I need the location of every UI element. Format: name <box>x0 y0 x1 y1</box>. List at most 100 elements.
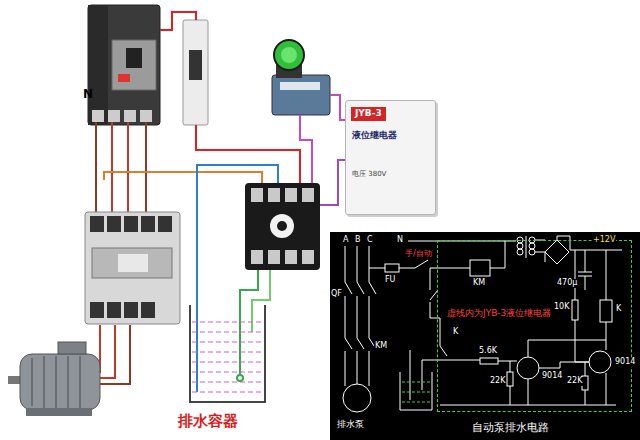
phase-label: B <box>354 236 362 245</box>
drain-tank-part <box>192 342 263 343</box>
wire-part <box>127 122 129 212</box>
drain-tank-part <box>192 332 263 333</box>
relay-socket-part <box>302 250 314 264</box>
breaker <box>88 5 160 125</box>
transistor-label: 9014 <box>614 358 636 367</box>
relay-socket-part <box>277 221 287 231</box>
contactor <box>85 212 180 324</box>
schematic-drawing-part-part <box>589 351 611 373</box>
fuse-holder <box>183 20 208 125</box>
switch-label: 手/自动 <box>404 250 433 259</box>
schematic-drawing-part-part <box>517 357 539 379</box>
pump-label: 排水泵 <box>336 420 365 430</box>
relay-socket-part <box>285 250 297 264</box>
fuse-label: FU <box>384 276 396 285</box>
motor <box>8 342 100 416</box>
breaker-part <box>126 48 142 68</box>
capacitor-label: 470μ <box>556 279 578 288</box>
relay-socket <box>245 183 320 270</box>
wire-part <box>330 95 345 120</box>
motor-part <box>31 358 33 406</box>
wire-part <box>318 160 345 205</box>
supply-label: +12V <box>592 236 616 245</box>
motor-part <box>43 356 45 408</box>
fuse-holder-part <box>183 20 208 125</box>
schematic-drawing-part-part <box>385 264 399 272</box>
drain-tank-part <box>192 382 263 383</box>
phase-label: C <box>366 236 374 245</box>
schematic-drawing-part-part <box>507 372 513 386</box>
motor-part <box>55 356 57 408</box>
wire-part <box>240 270 258 376</box>
terminal-label: N <box>82 88 94 101</box>
relay-socket-part <box>268 250 280 264</box>
schematic-drawing-part-part <box>422 360 589 368</box>
breaker-part <box>92 110 104 122</box>
drain-tank-part <box>190 305 265 402</box>
schematic-drawing-part <box>402 392 430 393</box>
schematic-drawing-part-part <box>517 249 523 255</box>
schematic-drawing-part <box>343 236 622 412</box>
contact-label: KM <box>374 342 388 351</box>
schematic-drawing-part-part <box>578 250 592 290</box>
wire-part <box>95 122 97 212</box>
drain-tank: 排水容器 <box>190 305 265 402</box>
wire-part <box>104 172 262 185</box>
schematic-panel: 自动泵排水电路虚线内为JYB-3液位继电器 <box>330 232 640 440</box>
relay-socket-part <box>251 188 263 202</box>
contactor-part <box>107 302 121 318</box>
wire <box>64 12 345 392</box>
push-button-part <box>272 75 330 115</box>
relay-module: JYB-3 液位继电器电压 380V <box>345 100 436 215</box>
breaker-part <box>108 110 120 122</box>
contactor-part <box>124 216 138 232</box>
push-button-part <box>274 40 304 70</box>
device-title: 液位继电器 <box>352 131 435 141</box>
model-text: JYB-3 <box>351 107 386 121</box>
breaker-part <box>118 74 130 82</box>
contactor-part <box>107 216 121 232</box>
schematic-drawing-part-part <box>410 340 616 405</box>
schematic-drawing-part-part <box>369 246 376 386</box>
contactor-part <box>92 248 172 278</box>
relay-socket-part <box>251 250 263 264</box>
drain-tank-part <box>192 362 263 363</box>
schematic-drawing-part-part <box>529 249 535 255</box>
motor-part <box>79 356 81 408</box>
contactor-part <box>141 302 155 318</box>
push-button-part <box>280 82 320 90</box>
schematic-drawing <box>330 232 640 440</box>
relay-socket-part <box>302 188 314 202</box>
wire-part <box>145 122 147 212</box>
relay-socket-part <box>245 183 320 270</box>
contactor-part <box>85 212 180 324</box>
schematic-drawing-part-part <box>575 250 589 362</box>
push-button <box>272 40 330 115</box>
drain-tank-part <box>192 352 263 353</box>
contactor-part <box>124 302 138 318</box>
wire-part <box>196 125 300 185</box>
voltage-text: 电压 380V <box>352 171 435 179</box>
motor-part <box>20 354 100 410</box>
wire-part <box>252 270 270 332</box>
tank-caption: 排水容器 <box>178 413 238 430</box>
relay-socket-part <box>268 188 280 202</box>
relay-contact-label: K <box>452 328 459 337</box>
schematic-drawing-part <box>402 382 430 383</box>
drain-tank <box>190 305 265 402</box>
transistor-label: 9014 <box>541 372 563 381</box>
schematic-drawing-part-part <box>557 236 622 250</box>
contactor-part <box>118 254 148 272</box>
contactor-part <box>90 216 104 232</box>
relay-socket-part <box>270 214 294 238</box>
breaker-part <box>88 5 160 125</box>
push-button-part <box>281 47 297 63</box>
schematic-drawing-part-part <box>345 246 352 386</box>
wire-part <box>196 305 198 392</box>
resistor-label: 5.6K <box>478 347 498 356</box>
breaker-part <box>140 110 152 122</box>
coil-label: KM <box>472 279 486 288</box>
contactor-part <box>90 302 104 318</box>
schematic-drawing-part-part <box>470 260 490 276</box>
resistor-label: 22K <box>489 377 506 386</box>
